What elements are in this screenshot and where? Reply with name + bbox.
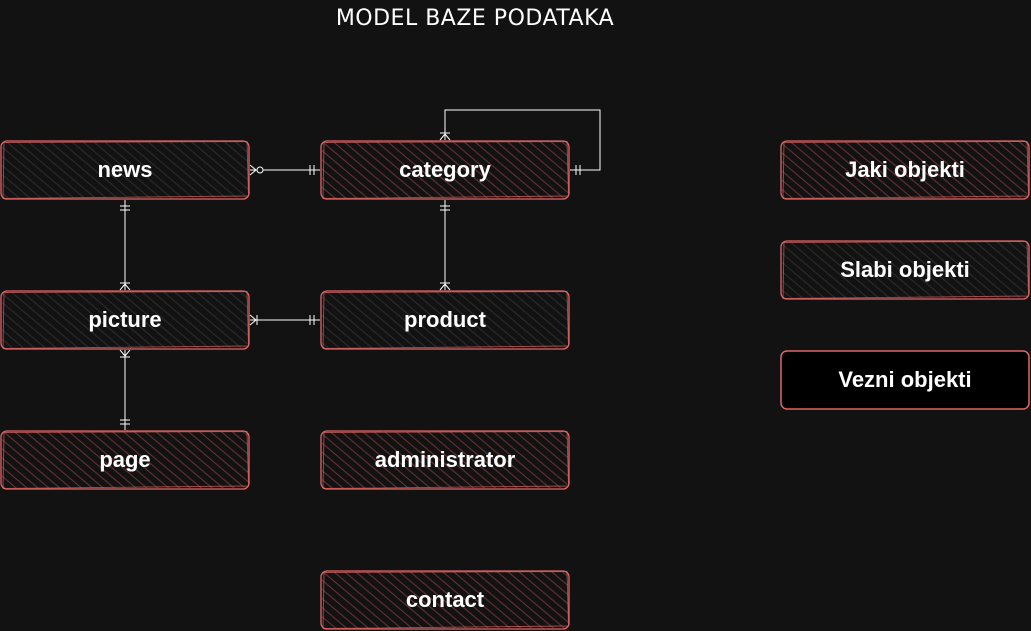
rel-category-self-end-a [575, 165, 581, 175]
rel-category-self-end-b [439, 132, 451, 141]
entity-box-page [0, 430, 250, 490]
rel-picture-page-end-picture [119, 349, 131, 358]
rel-picture-product-end-product [309, 315, 315, 325]
entity-label-product: product [404, 307, 486, 332]
entity-administrator[interactable]: administrator [320, 430, 570, 490]
entity-label-picture: picture [88, 307, 162, 332]
entity-contact[interactable]: contact [320, 570, 570, 630]
legend-strong-objects: Jaki objekti [780, 140, 1030, 200]
rel-picture-page-end-page [120, 419, 130, 425]
entity-picture[interactable]: picture [0, 290, 250, 350]
rel-category-product-end-product [439, 282, 451, 291]
entity-box-administrator [320, 430, 570, 490]
rel-news-picture-end-news [120, 205, 130, 211]
rel-picture-product-end-picture [249, 314, 258, 326]
entity-label-news: news [97, 157, 153, 182]
entity-box-product [320, 290, 570, 350]
entity-box-picture [0, 290, 250, 350]
rel-news-picture-end-picture [119, 282, 131, 291]
entity-box-contact [320, 570, 570, 630]
entity-label-page: page [99, 447, 151, 472]
legend-weak-objects: Slabi objekti [780, 240, 1030, 300]
legend-label-strong: Jaki objekti [845, 157, 965, 182]
diagram-title: MODEL BAZE PODATAKA [335, 6, 615, 31]
rel-category-product-end-category [440, 205, 450, 211]
entity-product[interactable]: product [320, 290, 570, 350]
legend-box-assoc [780, 350, 1030, 410]
entity-label-category: category [399, 157, 491, 182]
entity-label-contact: contact [405, 587, 485, 612]
entity-box-news [0, 140, 250, 200]
legend-associative-objects: Vezni objekti [780, 350, 1030, 410]
legend-label-weak: Slabi objekti [840, 257, 970, 282]
rel-news-category-end-category [309, 165, 315, 175]
rel-category-self-line [444, 109, 601, 171]
entity-label-administrator: administrator [374, 447, 516, 472]
entity-category[interactable]: category [320, 140, 570, 200]
legend-box-weak [780, 240, 1030, 300]
entity-box-category [320, 140, 570, 200]
entity-page[interactable]: page [0, 430, 250, 490]
rel-news-category-end-news [249, 164, 264, 176]
entity-news[interactable]: news [0, 140, 250, 200]
legend-box-strong [780, 140, 1030, 200]
legend-label-assoc: Vezni objekti [838, 367, 972, 392]
